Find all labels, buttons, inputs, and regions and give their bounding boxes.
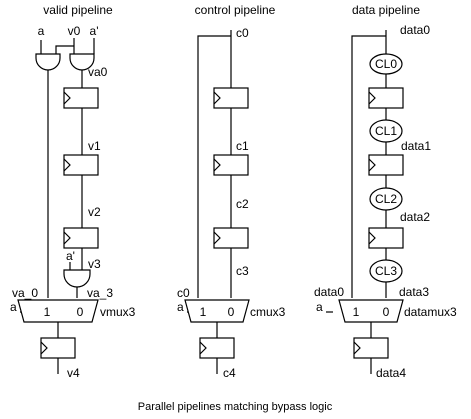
data-cl0-label: CL0 (375, 57, 397, 71)
valid-pipeline: valid pipeline a v0 a' va0 v1 v2 (10, 3, 136, 380)
data-cl2-block: CL2 (369, 187, 403, 211)
data-pipeline-title: data pipeline (352, 3, 420, 17)
control-register-out (199, 337, 235, 359)
control-bypass-wire (197, 35, 231, 298)
valid-and-gate-right (69, 53, 95, 71)
data-data3-label: data3 (399, 285, 429, 299)
valid-input-v0-label: v0 (68, 24, 81, 38)
control-mux-input-0: 0 (228, 305, 235, 319)
control-c1-label: c1 (236, 139, 249, 153)
valid-a-prime-2-label: a' (66, 249, 75, 263)
valid-mux-label: vmux3 (100, 305, 136, 319)
control-mux (184, 299, 250, 323)
control-register-1 (213, 87, 249, 109)
data-mux-select-label: a (316, 300, 323, 314)
valid-v2-label: v2 (88, 205, 101, 219)
valid-pipeline-title: valid pipeline (43, 3, 113, 17)
data-pipeline: data pipeline data0 CL0 CL1 data1 CL2 da… (314, 3, 457, 380)
control-pipeline-title: control pipeline (195, 3, 276, 17)
data-data0-label: data0 (400, 23, 430, 37)
valid-va_0-label: va_0 (12, 286, 38, 300)
data-cl1-label: CL1 (375, 124, 397, 138)
data-output-label: data4 (376, 366, 406, 380)
data-register-1 (368, 87, 404, 109)
valid-mux-select-label: a (10, 300, 17, 314)
data-cl0-block: CL0 (369, 53, 403, 75)
data-cl3-block: CL3 (369, 259, 403, 283)
valid-register-out (40, 337, 76, 359)
valid-mux (17, 299, 99, 323)
control-register-3 (213, 227, 249, 249)
data-mux-label: datamux3 (404, 305, 457, 319)
valid-va0-label: va0 (88, 65, 108, 79)
control-c2-label: c2 (236, 197, 249, 211)
data-cl2-label: CL2 (375, 192, 397, 206)
valid-input-a-label: a (38, 24, 45, 38)
control-output-label: c4 (223, 366, 236, 380)
valid-v1-label: v1 (88, 139, 101, 153)
data-cl1-block: CL1 (369, 119, 403, 143)
control-mux-label: cmux3 (250, 305, 286, 319)
data-data1-label: data1 (401, 139, 431, 153)
control-mux-input-1: 1 (200, 305, 207, 319)
valid-v3-label: v3 (88, 257, 101, 271)
valid-mux-input-1: 1 (44, 305, 51, 319)
data-mux-input-1: 1 (353, 305, 360, 319)
control-pipeline: control pipeline c0 c1 c2 c3 c0 a 1 0 cm… (177, 3, 286, 380)
valid-output-label: v4 (67, 366, 80, 380)
valid-register-1 (63, 87, 99, 109)
valid-input-wire-v0 (55, 38, 75, 54)
valid-and-gate-3 (63, 269, 91, 288)
valid-input-a-prime-label: a' (90, 24, 99, 38)
data-mux (338, 299, 404, 323)
control-c0-label: c0 (236, 26, 249, 40)
control-c3-label: c3 (236, 264, 249, 278)
data-bypass-wire (351, 35, 386, 298)
data-register-out (353, 337, 389, 359)
diagram-caption: Parallel pipelines matching bypass logic (138, 401, 333, 413)
data-data2-label: data2 (400, 210, 430, 224)
valid-register-2 (63, 154, 99, 176)
valid-va_3-label: va_3 (87, 286, 113, 300)
data-cl3-label: CL3 (375, 264, 397, 278)
control-mux-select-label: a (177, 300, 184, 314)
data-register-2 (368, 154, 404, 176)
data-register-3 (368, 227, 404, 249)
data-mux-input-0: 0 (383, 305, 390, 319)
control-register-2 (213, 154, 249, 176)
control-mux-left-label: c0 (177, 286, 190, 300)
data-mux-left-label: data0 (314, 285, 344, 299)
valid-and-gate-left (35, 53, 61, 71)
valid-register-3 (63, 227, 99, 249)
valid-mux-input-0: 0 (77, 305, 84, 319)
